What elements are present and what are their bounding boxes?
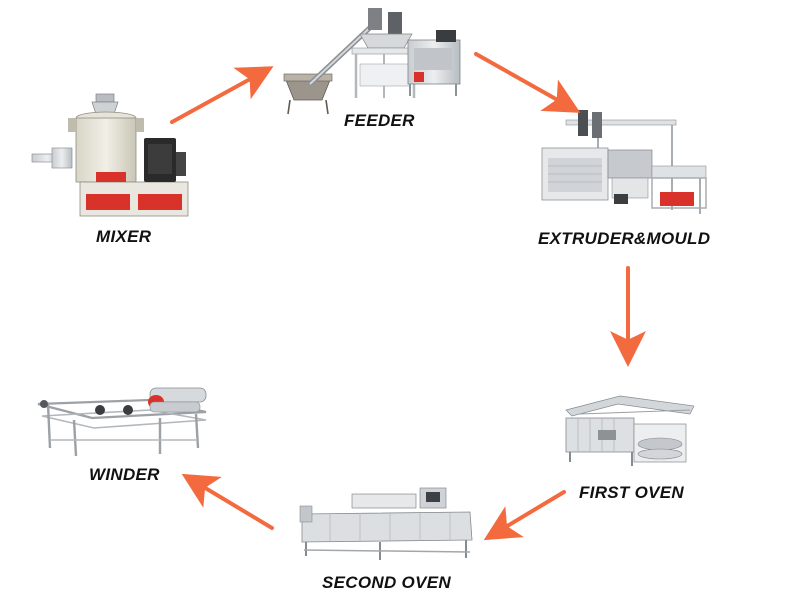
stage-label-first-oven: FIRST OVEN bbox=[579, 483, 685, 502]
first-oven-machine bbox=[565, 395, 695, 466]
stage-label-mixer: MIXER bbox=[96, 227, 152, 246]
stage-label-feeder: FEEDER bbox=[344, 111, 415, 130]
winder-machine bbox=[37, 387, 207, 457]
arrow-feeder-to-extruder bbox=[474, 52, 581, 113]
feeder-machine bbox=[283, 8, 461, 115]
extruder-machine bbox=[541, 110, 707, 214]
mixer-machine bbox=[31, 93, 189, 217]
stage-label-second-oven: SECOND OVEN bbox=[322, 573, 451, 592]
flow-arrows bbox=[170, 52, 646, 541]
stage-label-winder: WINDER bbox=[89, 465, 160, 484]
arrow-second-oven-to-winder bbox=[181, 473, 274, 530]
arrow-first-oven-to-second-oven bbox=[483, 490, 566, 541]
second-oven-machine bbox=[299, 487, 473, 560]
arrow-mixer-to-feeder bbox=[170, 66, 274, 124]
stage-label-extruder: EXTRUDER&MOULD bbox=[538, 229, 711, 248]
